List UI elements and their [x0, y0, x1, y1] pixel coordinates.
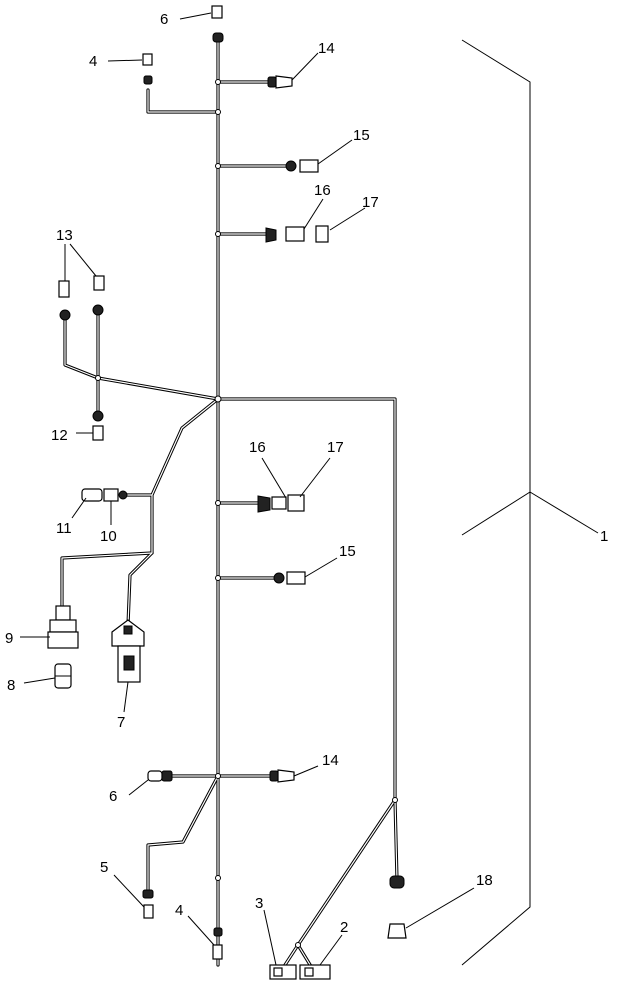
callout-10: 10	[100, 528, 117, 545]
callout-15-bottom: 15	[339, 543, 356, 560]
connector-9	[47, 605, 79, 649]
callout-13: 13	[56, 227, 73, 244]
callout-16-bottom: 16	[249, 439, 266, 456]
connector-15-top	[285, 159, 319, 173]
connector-4-top	[142, 53, 153, 85]
callout-8: 8	[7, 677, 15, 694]
callout-9: 9	[5, 630, 13, 647]
connector-2-3	[269, 964, 331, 980]
connector-6-bottom	[147, 770, 173, 782]
callout-16-top: 16	[314, 182, 331, 199]
socket-7	[111, 619, 145, 683]
harness-wires	[60, 38, 399, 970]
callout-17-top: 17	[362, 194, 379, 211]
connector-10-11	[81, 488, 128, 502]
connector-8	[54, 663, 72, 689]
callout-4-top: 4	[89, 53, 97, 70]
callout-6-bottom: 6	[109, 788, 117, 805]
connector-16-17-bottom	[257, 494, 305, 513]
callout-18: 18	[476, 872, 493, 889]
connector-14-top	[267, 75, 293, 89]
callout-15-top: 15	[353, 127, 370, 144]
callout-17-bottom: 17	[327, 439, 344, 456]
callout-labels: 6 4 14 15 16 17 13 12 16 17 11 10 1 15 9…	[5, 11, 608, 936]
callout-2: 2	[340, 919, 348, 936]
callout-14-bottom: 14	[322, 752, 339, 769]
callout-4-bottom: 4	[175, 902, 183, 919]
callout-3: 3	[255, 895, 263, 912]
connector-12	[92, 410, 104, 441]
connector-14-bottom	[269, 769, 295, 783]
junction-points	[95, 79, 398, 948]
connector-18	[387, 875, 407, 939]
connector-5	[142, 889, 154, 919]
assembly-bracket	[461, 39, 599, 966]
callout-14-top: 14	[318, 40, 335, 57]
callout-7: 7	[117, 714, 125, 731]
callout-6-top: 6	[160, 11, 168, 28]
callout-5: 5	[100, 859, 108, 876]
connector-6-top	[211, 5, 224, 43]
leader-lines	[20, 12, 475, 966]
callout-12: 12	[51, 427, 68, 444]
sensor-13	[58, 275, 105, 321]
callout-11: 11	[56, 520, 72, 537]
connector-15-bottom	[273, 571, 306, 585]
callout-1: 1	[600, 528, 608, 545]
connector-16-17-top	[265, 225, 329, 243]
connector-4-bottom	[212, 927, 223, 960]
